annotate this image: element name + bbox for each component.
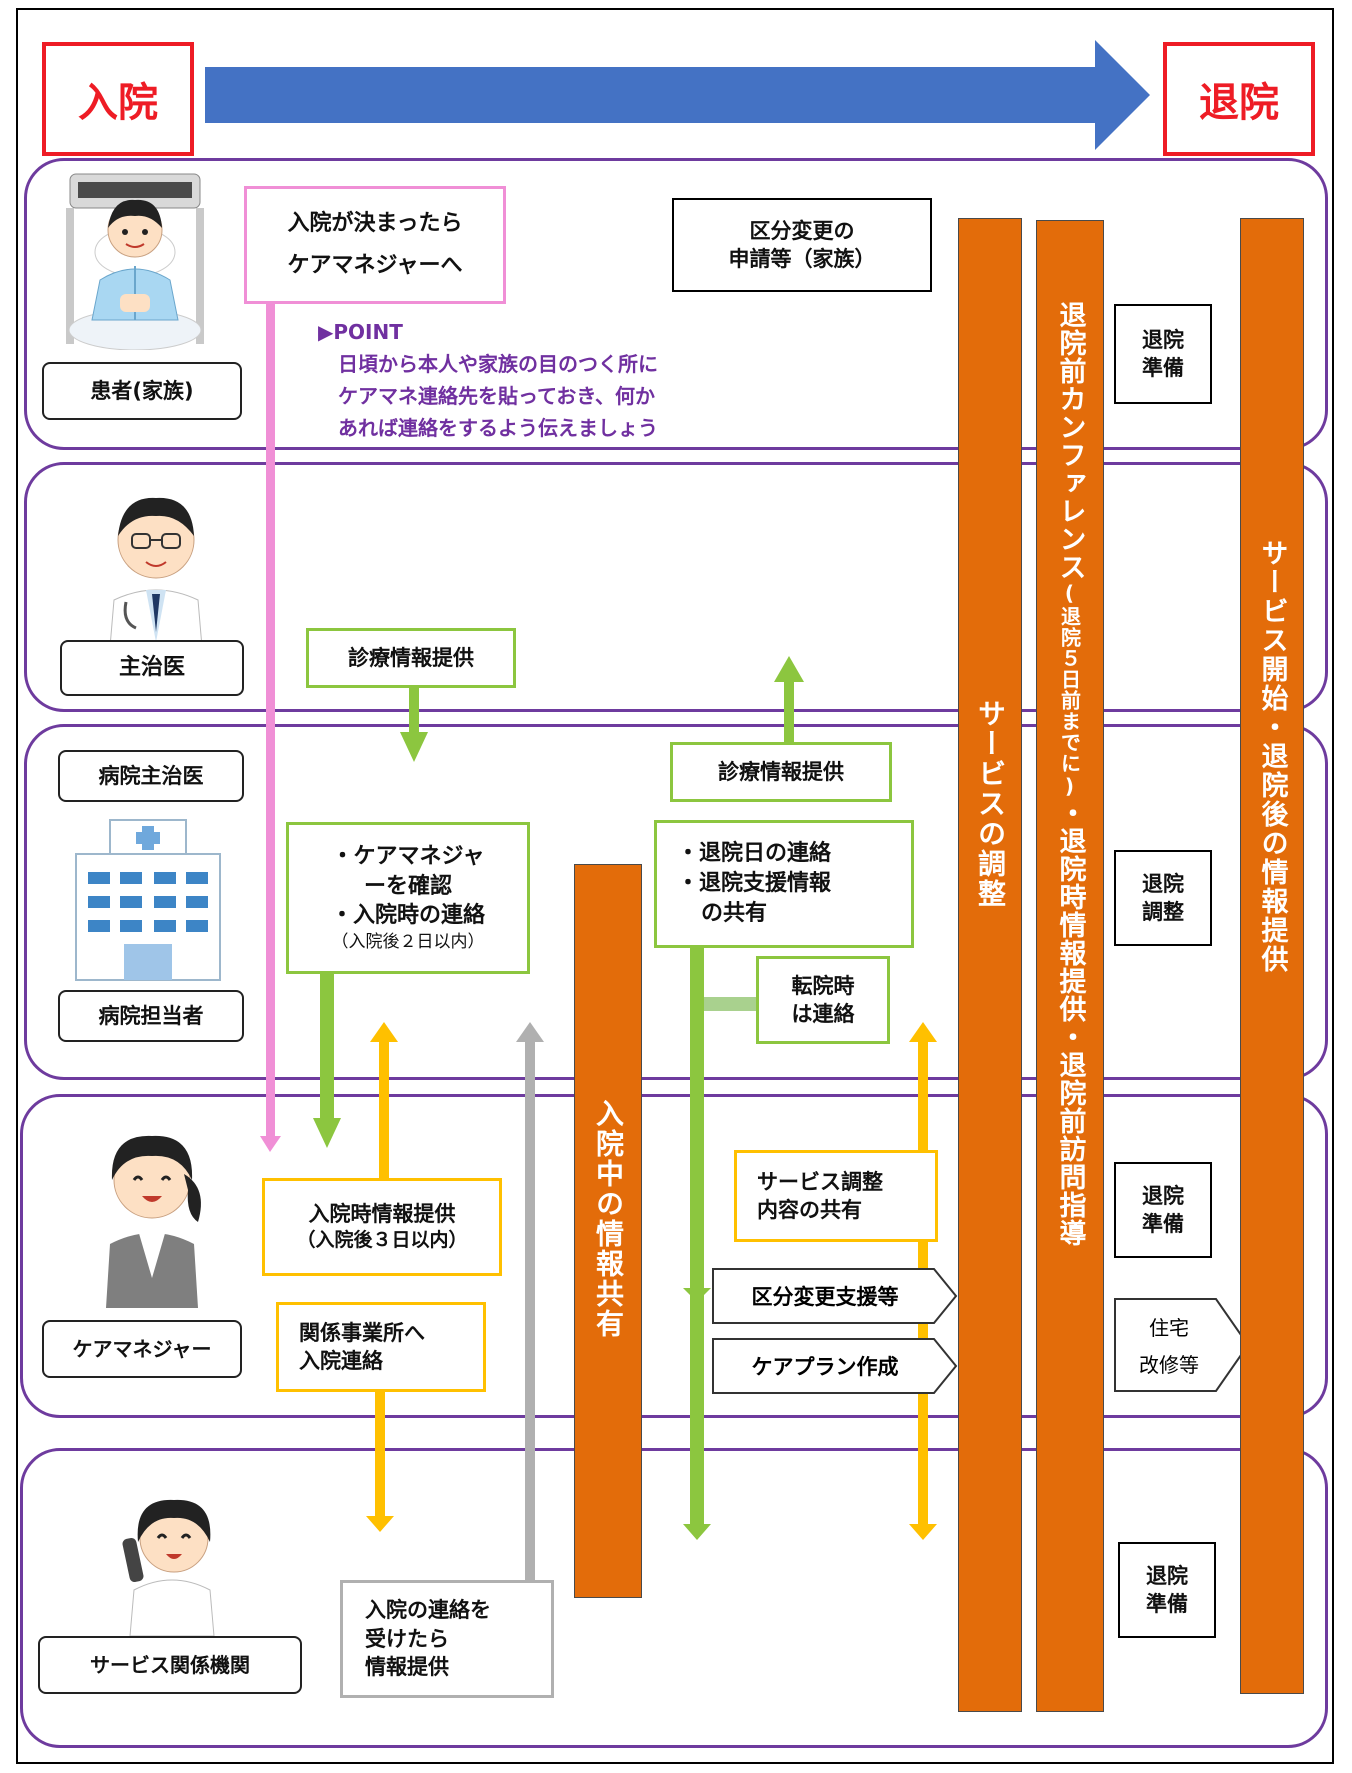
lane-service: [20, 1448, 1328, 1748]
cm-admission-info-note: （入院後３日以内）: [296, 1229, 468, 1252]
conference-note: (退院５日前までに): [1057, 581, 1082, 799]
service-share-line2: 内容の共有: [757, 1198, 862, 1222]
flow-arrow-icon: [205, 40, 1150, 150]
on-contact-info-box: 入院の連絡を 受けたら 情報提供: [340, 1580, 554, 1698]
category-change-line1: 区分変更の: [749, 218, 855, 243]
on-contact-line3: 情報提供: [365, 1655, 449, 1680]
service-share-line1: サービス調整: [757, 1169, 883, 1194]
discharge-notice-line3: の共有: [701, 900, 768, 926]
category-change-line2: 申請等（家族）: [728, 247, 876, 271]
discharge-notice-box: ・退院日の連絡 ・退院支援情報 の共有: [654, 820, 914, 948]
lane-hospital: [24, 724, 1328, 1080]
careplan-label: ケアプラン作成: [751, 1355, 899, 1379]
category-support-flag: [712, 1268, 958, 1324]
cm-admission-info-box: 入院時情報提供 （入院後３日以内）: [262, 1178, 502, 1276]
on-contact-line2: 受けたら: [365, 1626, 449, 1651]
cm-prep-line1: 退院: [1142, 1183, 1184, 1208]
point-line-3: あれば連絡をするよう伝えましょう: [338, 416, 658, 440]
point-line-2: ケアマネ連絡先を貼っておき、何か: [338, 384, 655, 408]
doctor-icon: [109, 497, 203, 647]
patient-in-bed-icon: [66, 173, 204, 350]
patient-prep-line1: 退院: [1142, 327, 1184, 352]
confirm-line3: ・入院時の連絡: [330, 903, 485, 929]
conference-bar: 退院前カンファレンス(退院５日前までに)・退院時情報提供・退院前訪問指導: [1036, 220, 1104, 1712]
service-staff-phone-icon: [122, 1499, 215, 1636]
hospital-adjust-line1: 退院: [1142, 871, 1184, 896]
notify-offices-box: 関係事業所へ 入院連絡: [276, 1302, 486, 1392]
discharge-notice-line2: ・退院支援情報: [677, 871, 832, 897]
doctor-medical-info-box: 診療情報提供: [306, 628, 516, 688]
point-note: ▶POINT 日頃から本人や家族の目のつく所に ケアマネ連絡先を貼っておき、何か…: [318, 316, 658, 444]
lane-patient: [24, 158, 1328, 450]
transfer-line2: は連絡: [791, 1002, 855, 1026]
transfer-notice-box: 転院時 は連絡: [756, 956, 890, 1044]
cm-prep-box: 退院 準備: [1114, 1162, 1212, 1258]
lane-care-manager: [20, 1094, 1328, 1418]
on-contact-line1: 入院の連絡を: [365, 1598, 491, 1623]
care-manager-icon: [106, 1135, 201, 1308]
patient-prep-line2: 準備: [1142, 356, 1184, 380]
cm-admission-info-title: 入院時情報提供: [308, 1202, 456, 1226]
confirm-note: （入院後２日以内）: [331, 932, 485, 953]
service-start-bar: サービス開始・退院後の情報提供: [1240, 218, 1304, 1694]
category-change-box: 区分変更の 申請等（家族）: [672, 198, 932, 292]
hospital-adjust-line2: 調整: [1142, 900, 1184, 924]
discharge-notice-line1: ・退院日の連絡: [677, 841, 832, 867]
service-prep-box: 退院 準備: [1118, 1542, 1216, 1638]
category-support-label: 区分変更支援等: [751, 1285, 899, 1309]
lane-label-hospital-staff: 病院担当者: [58, 990, 244, 1042]
confirm-line1: ・ケアマネジャ: [331, 844, 485, 869]
lane-label-service: サービス関係機関: [38, 1636, 302, 1694]
notify-line2: 入院連絡: [299, 1349, 383, 1373]
confirm-line2: ーを確認: [363, 873, 452, 899]
service-start-text: サービス開始・退院後の情報提供: [1256, 539, 1288, 974]
conference-title: 退院前カンファレンス: [1054, 301, 1086, 581]
lane-label-doctor: 主治医: [60, 640, 244, 696]
service-prep-line1: 退院: [1146, 1563, 1188, 1588]
conference-tail: ・退院時情報提供・退院前訪問指導: [1054, 799, 1086, 1247]
lane-doctor: [24, 462, 1328, 712]
info-sharing-text: 入院中の情報共有: [592, 1099, 625, 1339]
housing-label: 住宅 改修等: [1114, 1298, 1224, 1392]
lane-label-patient: 患者(家族): [42, 362, 242, 420]
service-adjust-bar: サービスの調整: [958, 218, 1022, 1712]
point-line-1: 日頃から本人や家族の目のつく所に: [338, 352, 658, 376]
transfer-line1: 転院時: [791, 973, 855, 998]
cm-prep-line2: 準備: [1142, 1212, 1184, 1236]
housing-flag: [1114, 1298, 1250, 1392]
service-prep-line2: 準備: [1146, 1592, 1188, 1616]
hospital-adjust-box: 退院 調整: [1114, 850, 1212, 946]
patient-prep-box: 退院 準備: [1114, 304, 1212, 404]
point-title: ▶POINT: [318, 320, 403, 344]
notify-line1: 関係事業所へ: [299, 1320, 425, 1345]
admission-heading: 入院: [42, 42, 194, 156]
admission-decided-line2: ケアマネジャーへ: [287, 253, 463, 278]
service-share-box: サービス調整 内容の共有: [734, 1150, 938, 1242]
hospital-medical-info-box: 診療情報提供: [670, 742, 892, 802]
lane-label-hospital-doctor: 病院主治医: [58, 750, 244, 802]
discharge-heading: 退院: [1163, 42, 1315, 156]
outer-frame: [16, 8, 1334, 1764]
confirm-cm-box: ・ケアマネジャ ーを確認 ・入院時の連絡 （入院後２日以内）: [286, 822, 530, 974]
lane-label-care-manager: ケアマネジャー: [42, 1320, 242, 1378]
admission-decided-box: 入院が決まったら ケアマネジャーへ: [244, 186, 506, 304]
housing-line1: 住宅: [1149, 1316, 1189, 1340]
info-sharing-bar: 入院中の情報共有: [574, 864, 642, 1598]
hospital-building-icon: [75, 819, 221, 981]
housing-line2: 改修等: [1139, 1353, 1199, 1377]
admission-decided-line1: 入院が決まったら: [287, 211, 463, 237]
service-adjust-text: サービスの調整: [974, 699, 1007, 909]
conference-text: 退院前カンファレンス(退院５日前までに)・退院時情報提供・退院前訪問指導: [1051, 301, 1090, 1711]
careplan-flag: [712, 1338, 958, 1394]
